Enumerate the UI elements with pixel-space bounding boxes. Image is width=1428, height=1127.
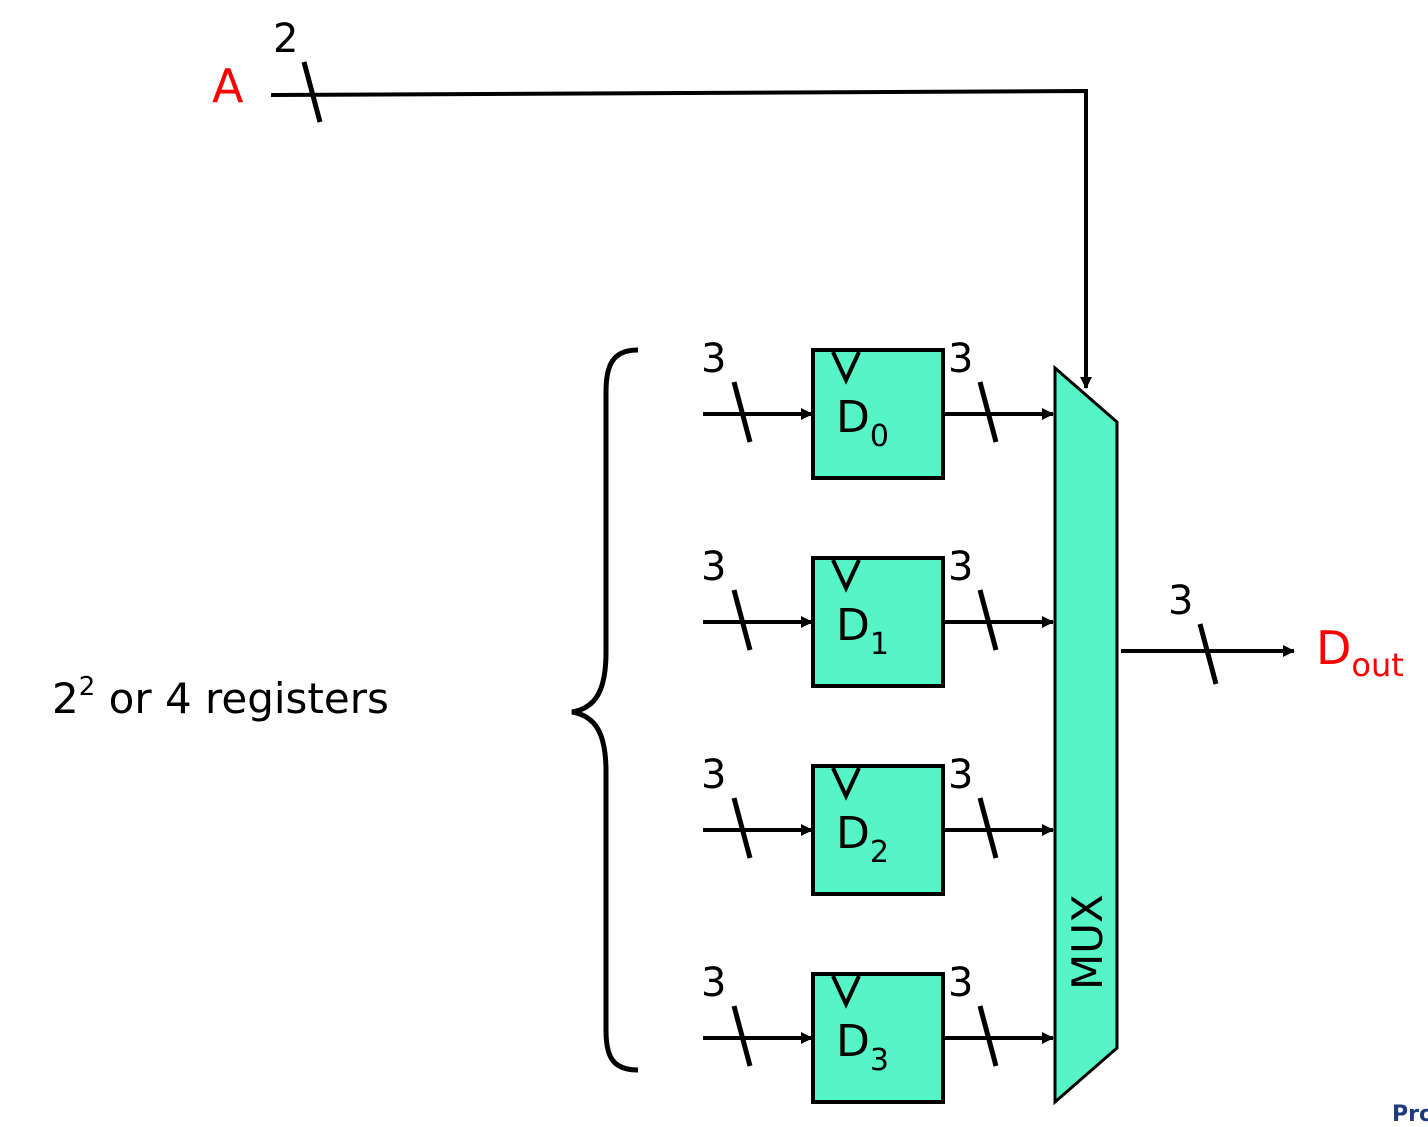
register-input-width-label: 3 (701, 752, 726, 798)
register-group-brace (571, 347, 639, 1073)
annotation-base: 2 (52, 674, 79, 723)
register-box (811, 556, 945, 688)
register-output-width-label: 3 (948, 336, 973, 382)
register-input-bus-slash (731, 381, 753, 443)
register-output-width-label: 3 (948, 752, 973, 798)
annotation-text: or 4 registers (95, 674, 389, 723)
address-bus-slash (301, 61, 323, 123)
mux-block (1053, 364, 1119, 1106)
register-label-sub: 0 (870, 419, 889, 454)
register-label-sub: 3 (870, 1043, 889, 1078)
register-label: D0 (836, 392, 889, 454)
output-label: Dout (1316, 621, 1404, 684)
register-output-bus-slash (977, 797, 999, 859)
register-label-sub: 1 (870, 627, 889, 662)
register-label: D1 (836, 600, 889, 662)
footer-clipped-text: Pro (1392, 1102, 1428, 1127)
output-width-label: 3 (1168, 578, 1193, 624)
register-input-bus-slash (731, 589, 753, 651)
register-count-annotation: 22 or 4 registers (52, 672, 389, 723)
register-label: D3 (836, 1016, 889, 1078)
register-label-main: D (836, 808, 870, 859)
register-box (811, 348, 945, 480)
register-2: 3D2 3 (701, 752, 1054, 896)
register-0: 3D0 3 (701, 336, 1054, 480)
register-label-main: D (836, 600, 870, 651)
register-output-width-label: 3 (948, 544, 973, 590)
register-label-main: D (836, 1016, 870, 1067)
mux-label: MUX (1063, 894, 1112, 990)
address-label: A (212, 59, 244, 113)
output-bus-slash (1197, 623, 1219, 685)
register-input-width-label: 3 (701, 960, 726, 1006)
register-label-main: D (836, 392, 870, 443)
register-input-bus-slash (731, 1005, 753, 1067)
clock-triangle-icon (831, 351, 861, 385)
register-1: 3D1 3 (701, 544, 1054, 688)
address-wire (270, 88, 1092, 389)
output-label-main: D (1316, 621, 1351, 675)
register-output-bus-slash (977, 589, 999, 651)
address-width-label: 2 (273, 16, 298, 62)
clock-triangle-icon (831, 767, 861, 801)
register-input-bus-slash (731, 797, 753, 859)
register-box (811, 764, 945, 896)
register-input-width-label: 3 (701, 544, 726, 590)
register-label: D2 (836, 808, 889, 870)
output-label-sub: out (1351, 646, 1403, 684)
register-box (811, 972, 945, 1104)
register-output-bus-slash (977, 381, 999, 443)
register-label-sub: 2 (870, 835, 889, 870)
clock-triangle-icon (831, 975, 861, 1009)
register-output-bus-slash (977, 1005, 999, 1067)
register-output-width-label: 3 (948, 960, 973, 1006)
register-input-width-label: 3 (701, 336, 726, 382)
clock-triangle-icon (831, 559, 861, 593)
annotation-exponent: 2 (78, 672, 96, 702)
